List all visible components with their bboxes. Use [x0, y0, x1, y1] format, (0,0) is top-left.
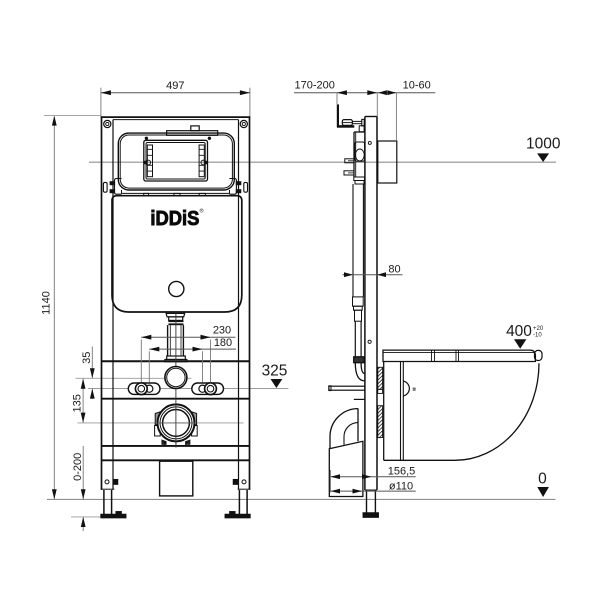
svg-text:®: ® — [200, 208, 204, 215]
svg-text:1140: 1140 — [41, 291, 53, 315]
svg-text:170-200: 170-200 — [295, 80, 335, 92]
svg-text:135: 135 — [72, 394, 84, 412]
svg-text:-10: -10 — [533, 333, 542, 339]
svg-text:+20: +20 — [533, 326, 544, 332]
svg-text:35: 35 — [81, 352, 93, 364]
svg-text:400: 400 — [506, 323, 532, 340]
svg-text:325: 325 — [262, 362, 288, 379]
svg-text:230: 230 — [213, 325, 231, 337]
svg-text:ø110: ø110 — [389, 481, 413, 493]
svg-text:497: 497 — [166, 80, 184, 92]
svg-text:0-200: 0-200 — [72, 453, 84, 481]
svg-text:10-60: 10-60 — [403, 80, 431, 92]
svg-text:0: 0 — [538, 471, 547, 488]
svg-text:iDDiS: iDDiS — [150, 208, 199, 230]
svg-text:1000: 1000 — [526, 135, 561, 152]
svg-text:180: 180 — [214, 337, 232, 349]
svg-text:156,5: 156,5 — [388, 465, 416, 477]
svg-text:80: 80 — [388, 264, 400, 276]
